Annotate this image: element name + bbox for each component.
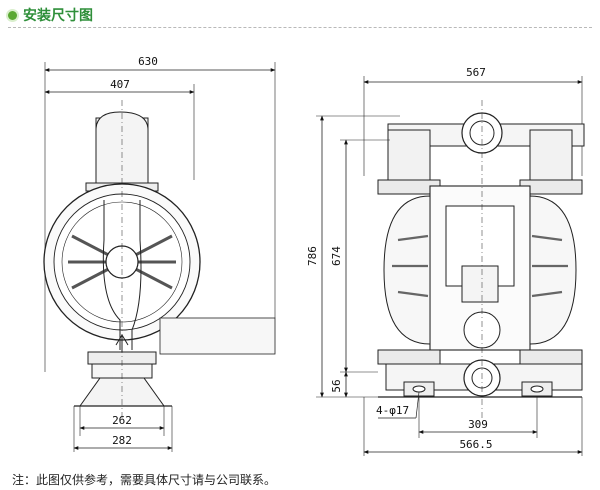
dim-total-height: 786	[306, 246, 319, 266]
dim-foot-width-side: 282	[112, 434, 132, 447]
dim-base-width-side: 262	[112, 414, 132, 427]
dim-body-width-side: 407	[110, 78, 130, 91]
dim-body-height: 674	[330, 246, 343, 266]
header-divider	[8, 27, 592, 28]
section-header: 安装尺寸图	[8, 4, 93, 26]
dim-overall-width-front: 567	[466, 66, 486, 79]
side-view	[43, 62, 276, 452]
footer-note: 注：此图仅供参考，需要具体尺寸请与公司联系。	[12, 473, 277, 487]
dim-bolt-spacing: 309	[468, 418, 488, 431]
dim-foot-width-front: 566.5	[459, 438, 492, 451]
dim-hole-spec: 4-φ17	[376, 404, 409, 417]
front-view	[316, 76, 585, 456]
dim-base-height: 56	[330, 379, 343, 392]
dim-overall-width-side: 630	[138, 55, 158, 68]
bullet-icon	[8, 10, 17, 20]
section-title: 安装尺寸图	[23, 8, 93, 24]
